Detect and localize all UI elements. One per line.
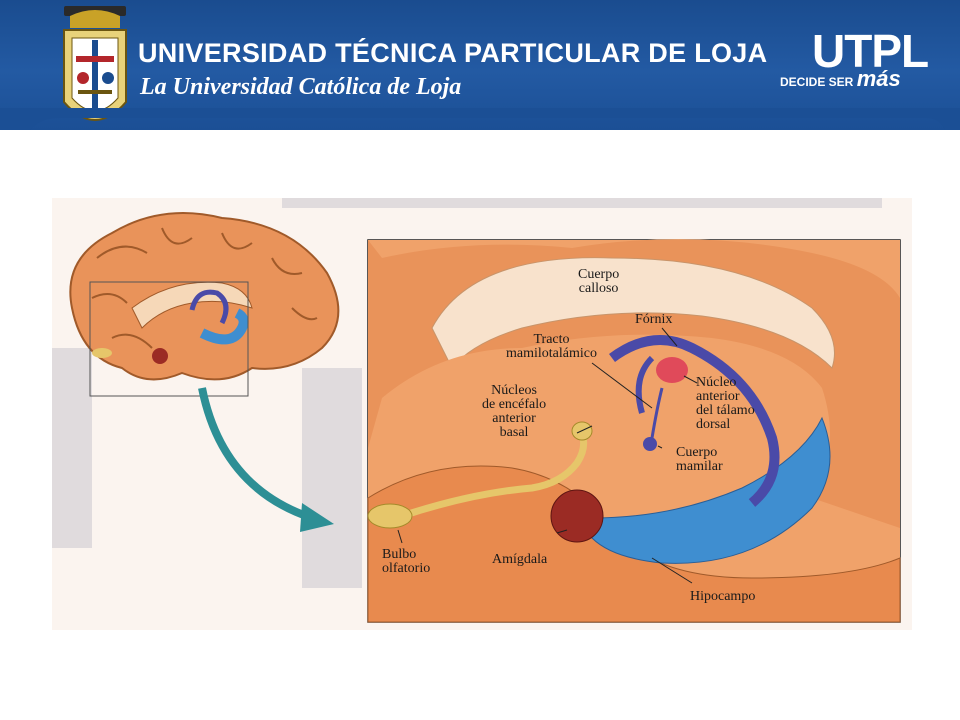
label-tracto: Tracto mamilotalámico: [506, 332, 597, 361]
label-nucleos-encefalo: Núcleos de encéfalo anterior basal: [482, 383, 547, 440]
brain-diagram: [52, 198, 901, 623]
header-curve: [0, 108, 960, 130]
label-amigdala: Amígdala: [492, 552, 548, 567]
slogan-small: DECIDE SER: [780, 75, 854, 89]
label-cuerpo-calloso: Cuerpo calloso: [578, 267, 620, 296]
magnified-panel: [367, 239, 901, 623]
label-hipocampo: Hipocampo: [690, 589, 756, 604]
university-subtitle: La Universidad Católica de Loja: [140, 74, 462, 100]
utpl-logo-text: UTPL: [812, 25, 929, 77]
limbic-system-figure: Cuerpo calloso Fórnix Tracto mamilotalám…: [52, 198, 912, 630]
label-fornix: Fórnix: [635, 312, 673, 327]
university-title: UNIVERSIDAD TÉCNICA PARTICULAR DE LOJA: [138, 38, 768, 68]
slogan-big: más: [856, 66, 901, 91]
label-cuerpo-mamilar: Cuerpo mamilar: [676, 445, 723, 474]
label-nucleo-anterior: Núcleo anterior del tálamo dorsal: [696, 375, 755, 432]
small-brain-icon: [69, 212, 340, 397]
label-bulbo: Bulbo olfatorio: [382, 547, 431, 576]
slogan: DECIDE SER más: [780, 66, 901, 92]
